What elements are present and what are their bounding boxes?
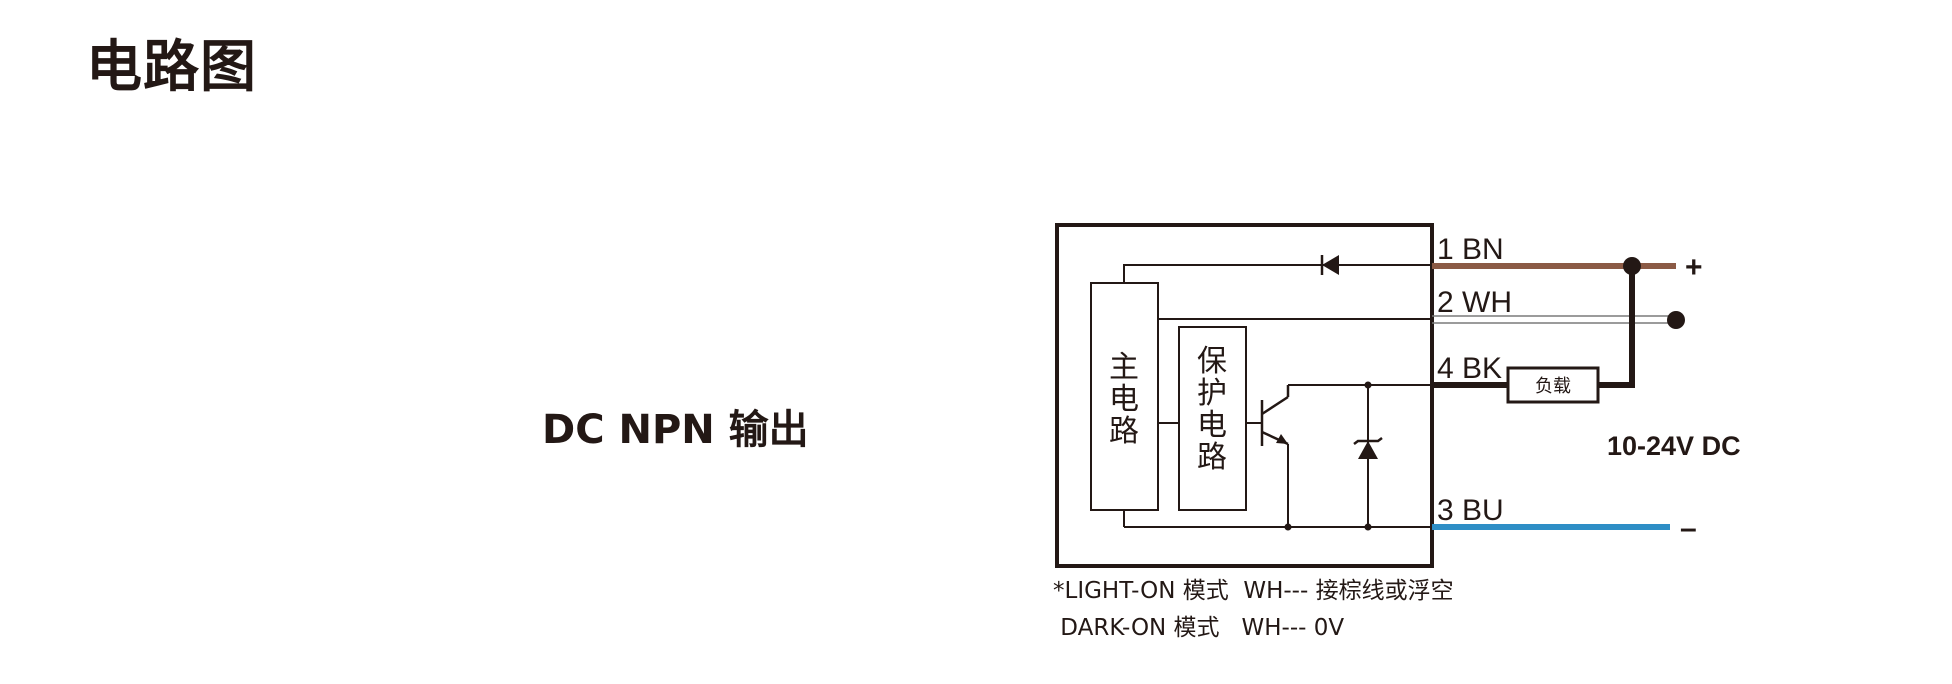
npn-transistor-symbol: [1260, 385, 1290, 446]
wire-label-wh: 2 WH: [1437, 286, 1512, 319]
wire-label-bu: 3 BU: [1437, 494, 1504, 527]
transistor-emitter-arrow: [1276, 434, 1288, 444]
protection-circuit-box: [1178, 326, 1247, 511]
wire-load-to-supply: [1598, 266, 1635, 388]
protection-circuit-label-4: 路: [1197, 440, 1227, 475]
minus-sign: –: [1680, 512, 1697, 545]
wire-bn-internal: [1123, 264, 1432, 283]
main-circuit-label-1: 主: [1109, 350, 1139, 385]
junction-dot-supply: [1623, 257, 1641, 275]
load-box: [1506, 366, 1600, 404]
load-label: 负载: [1535, 376, 1571, 397]
plus-sign: +: [1685, 251, 1703, 284]
dark-on-note: DARK-ON 模式 WH--- 0V: [1053, 615, 1345, 641]
main-circuit-label-3: 路: [1109, 414, 1139, 449]
protection-circuit-label-1: 保: [1197, 344, 1227, 379]
main-circuit-label-2: 电: [1109, 382, 1139, 417]
protection-circuit-label-2: 护: [1197, 376, 1227, 411]
page-title: 电路图: [86, 35, 257, 100]
light-on-note: *LIGHT-ON 模式 WH--- 接棕线或浮空: [1053, 578, 1454, 604]
junction-dot: [1364, 381, 1372, 389]
main-circuit-box: [1090, 282, 1159, 511]
zener-diode-symbol: [1353, 437, 1383, 459]
reverse-protection-diode: [1320, 255, 1339, 275]
junction-dot: [1284, 523, 1292, 531]
wire-label-bn: 1 BN: [1437, 233, 1504, 266]
sensor-enclosure: [1055, 223, 1434, 568]
wh-terminal-dot: [1667, 311, 1685, 329]
supply-voltage-label: 10-24V DC: [1607, 431, 1741, 461]
protection-circuit-label-3: 电: [1197, 408, 1227, 443]
wire-label-bk: 4 BK: [1437, 352, 1502, 385]
output-type-label: DC NPN 输出: [542, 407, 809, 453]
junction-dot: [1364, 523, 1372, 531]
